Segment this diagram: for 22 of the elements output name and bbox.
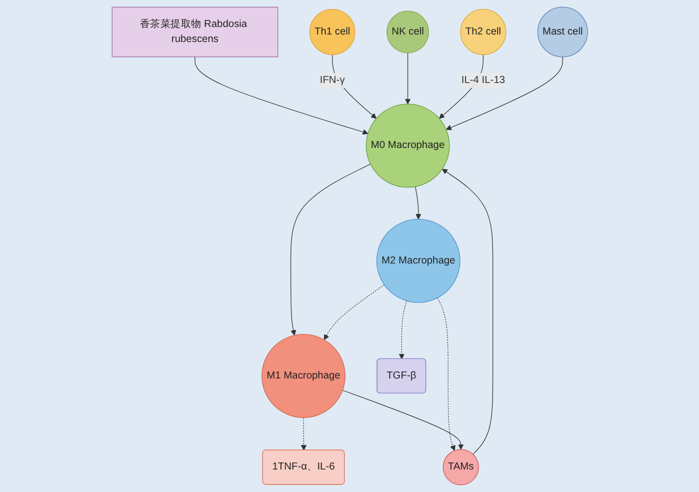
node-box: 香茶菜提取物 Rabdosia rubescens xyxy=(111,6,278,58)
arrow xyxy=(324,284,384,340)
arrow xyxy=(446,56,563,130)
node-circle: Th2 cell xyxy=(460,9,506,55)
edge-label: IFN-γ xyxy=(320,74,344,86)
arrow xyxy=(300,417,306,451)
arrow xyxy=(436,298,456,451)
node-circle: Th1 cell xyxy=(309,9,355,55)
arrow xyxy=(290,164,370,336)
node-circle: Mast cell xyxy=(537,6,588,58)
arrow xyxy=(442,168,493,455)
arrow xyxy=(414,186,421,220)
node-circle: NK cell xyxy=(386,10,429,54)
arrow xyxy=(342,390,464,450)
arrow xyxy=(194,56,368,135)
edge-label: IL-4 IL-13 xyxy=(461,74,505,86)
node-circle: TAMs xyxy=(442,449,479,486)
node-circle: M2 Macrophage xyxy=(376,218,460,303)
node-circle: M1 Macrophage xyxy=(261,334,346,418)
arrow xyxy=(404,52,410,104)
arrow xyxy=(398,300,407,360)
node-circle: M0 Macrophage xyxy=(366,104,450,188)
